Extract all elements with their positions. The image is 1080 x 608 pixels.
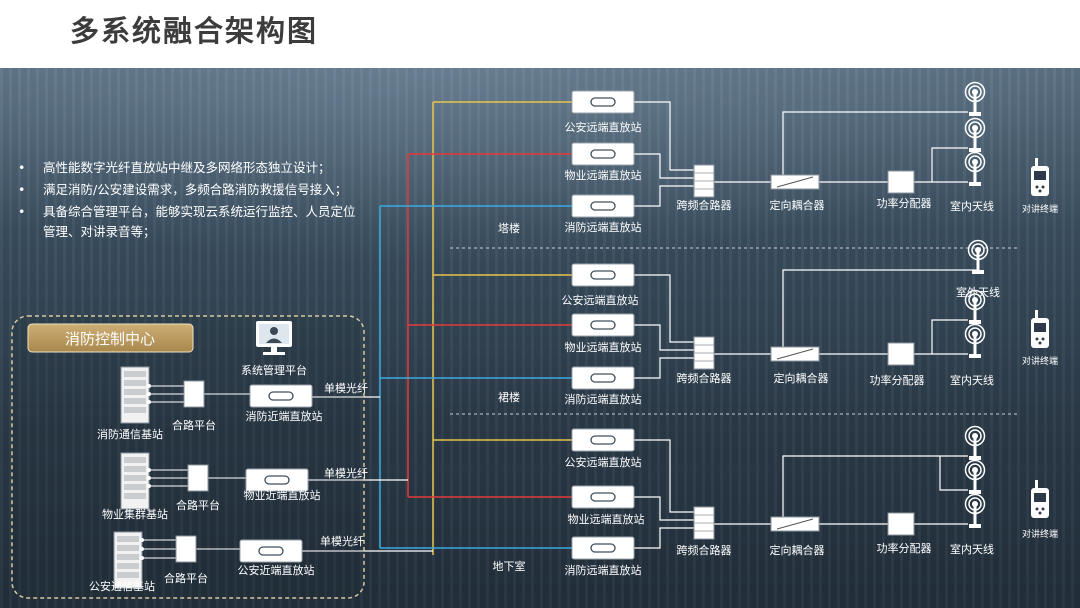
- label-property-far-repeater: 物业远端直放站: [568, 512, 645, 526]
- label-system-platform: 系统管理平台: [241, 363, 307, 377]
- label-fire-far-repeater: 消防远端直放站: [565, 392, 642, 406]
- label-indoor-antenna: 室内天线: [950, 199, 994, 213]
- bullet-text: 高性能数字光纤直放站中继及多网络形态独立设计；: [43, 160, 331, 175]
- bullet-icon: •: [18, 204, 26, 219]
- label-floor-tower: 塔楼: [498, 221, 520, 235]
- label-single-mode-fiber: 单模光纤: [324, 381, 368, 395]
- label-public-far-repeater: 公安远端直放站: [565, 120, 642, 134]
- bullet-icon: •: [18, 160, 26, 175]
- label-public-near-repeater: 公安近端直放站: [238, 563, 315, 577]
- label-combiner-platform: 合路平台: [176, 498, 220, 512]
- label-floor-podium: 裙楼: [498, 390, 520, 404]
- control-center-title: 消防控制中心: [65, 330, 155, 348]
- label-fire-far-repeater: 消防远端直放站: [565, 563, 642, 577]
- label-indoor-antenna: 室内天线: [950, 373, 994, 387]
- bullet-list: • 高性能数字光纤直放站中继及多网络形态独立设计； • 满足消防/公安建设需求，多频…: [18, 158, 363, 244]
- label-walkie-terminal: 对讲终端: [1022, 528, 1058, 540]
- label-property-near-repeater: 物业近端直放站: [244, 488, 321, 502]
- label-indoor-antenna: 室内天线: [950, 542, 994, 556]
- label-splitter: 功率分配器: [877, 196, 932, 210]
- label-public-far-repeater: 公安远端直放站: [565, 455, 642, 469]
- bullet-item: • 满足消防/公安建设需求，多频合路消防救援信号接入；: [18, 180, 363, 200]
- page-title: 多系统融合架构图: [70, 14, 319, 48]
- label-splitter: 功率分配器: [877, 541, 932, 555]
- label-property-far-repeater: 物业远端直放站: [565, 340, 642, 354]
- label-coupler: 定向耦合器: [770, 198, 825, 212]
- label-combiner: 跨频合路器: [677, 543, 732, 557]
- label-fire-far-repeater: 消防远端直放站: [565, 220, 642, 234]
- label-combiner: 跨频合路器: [677, 371, 732, 385]
- label-coupler: 定向耦合器: [774, 371, 829, 385]
- control-center-badge: [27, 323, 194, 353]
- label-property-far-repeater: 物业远端直放站: [565, 168, 642, 182]
- label-floor-basement: 地下室: [493, 559, 526, 573]
- label-combiner: 跨频合路器: [677, 198, 732, 212]
- label-single-mode-fiber: 单模光纤: [320, 534, 364, 548]
- label-public-bts: 公安通信基站: [89, 579, 155, 593]
- label-combiner-platform: 合路平台: [172, 418, 216, 432]
- label-public-far-repeater: 公安远端直放站: [562, 293, 639, 307]
- label-combiner-platform: 合路平台: [164, 571, 208, 585]
- bullet-item: • 高性能数字光纤直放站中继及多网络形态独立设计；: [18, 158, 363, 178]
- label-walkie-terminal: 对讲终端: [1022, 203, 1058, 215]
- bullet-text: 满足消防/公安建设需求，多频合路消防救援信号接入；: [43, 182, 348, 197]
- label-fire-near-repeater: 消防近端直放站: [246, 409, 323, 423]
- label-fire-bts: 消防通信基站: [97, 427, 163, 441]
- label-outdoor-antenna: 室外天线: [956, 285, 1000, 299]
- bullet-text: 具备综合管理平台，能够实现云系统运行监控、人员定位管理、对讲录音等；: [43, 204, 356, 239]
- label-splitter: 功率分配器: [870, 373, 925, 387]
- label-single-mode-fiber: 单模光纤: [324, 466, 368, 480]
- monitor-icon: [256, 321, 292, 355]
- label-property-trunk-bts: 物业集群基站: [102, 507, 168, 521]
- label-coupler: 定向耦合器: [770, 543, 825, 557]
- bullet-icon: •: [18, 182, 26, 197]
- label-walkie-terminal: 对讲终端: [1022, 355, 1058, 367]
- bullet-item: • 具备综合管理平台，能够实现云系统运行监控、人员定位管理、对讲录音等；: [18, 202, 363, 242]
